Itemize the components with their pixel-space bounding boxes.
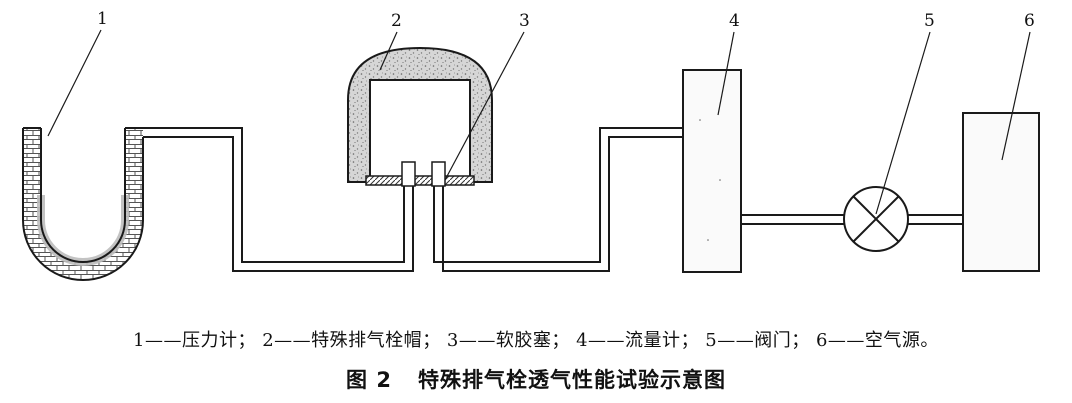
legend-item-stopper: 3——软胶塞 — [446, 330, 552, 351]
label-4: 4 — [729, 11, 740, 31]
legend-item-flowmeter: 4——流量计 — [576, 330, 681, 351]
pipe-flowmeter-to-valve — [741, 214, 845, 225]
legend: 1——压力计； 2——特殊排气栓帽； 3——软胶塞； 4——流量计； 5——阀门… — [0, 326, 1072, 352]
flowmeter — [682, 69, 742, 273]
manometer — [22, 127, 144, 281]
figure-number: 图 2 — [346, 368, 392, 392]
rubber-stopper — [365, 161, 475, 187]
vent-cap — [347, 46, 493, 183]
leader-lines — [47, 29, 1031, 215]
legend-separator: ； — [551, 330, 570, 351]
figure-caption: 图 2 特殊排气栓透气性能试验示意图 — [0, 364, 1072, 394]
pipe-valve-to-air-source — [907, 214, 963, 225]
label-2: 2 — [391, 11, 402, 31]
label-5: 5 — [924, 11, 935, 31]
legend-item-air-source: 6——空气源。 — [815, 330, 939, 351]
legend-separator: ； — [422, 330, 441, 351]
tube-manometer-to-cap — [125, 127, 414, 272]
diagram: 1 2 3 4 5 6 — [22, 9, 1040, 281]
label-1: 1 — [97, 9, 108, 29]
legend-separator: ； — [791, 330, 810, 351]
figure-title: 特殊排气栓透气性能试验示意图 — [417, 368, 726, 392]
legend-item-valve: 5——阀门 — [705, 330, 792, 351]
label-3: 3 — [519, 11, 530, 31]
legend-item-manometer: 1——压力计 — [133, 330, 238, 351]
valve — [843, 186, 909, 252]
legend-item-vent-cap: 2——特殊排气栓帽 — [262, 330, 423, 351]
legend-separator: ； — [237, 330, 256, 351]
label-6: 6 — [1024, 11, 1035, 31]
legend-separator: ； — [680, 330, 700, 351]
tube-cap-to-flowmeter — [433, 127, 683, 272]
air-source — [962, 112, 1040, 272]
